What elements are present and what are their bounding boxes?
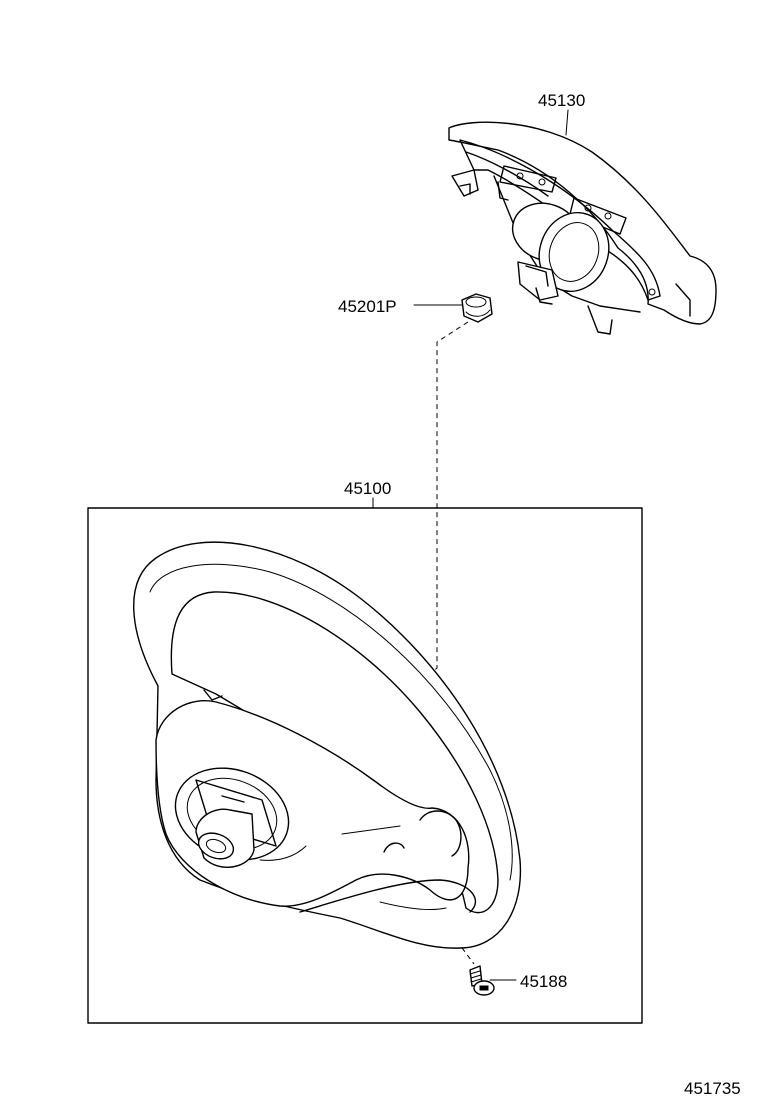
label-45130[interactable]: 45130: [538, 91, 585, 110]
steering-wheel[interactable]: [133, 541, 522, 949]
label-45201p[interactable]: 45201P: [338, 297, 397, 316]
screw-part[interactable]: [469, 965, 495, 996]
diagram-id: 451735: [684, 1079, 741, 1098]
label-45100[interactable]: 45100: [344, 479, 391, 498]
label-45188[interactable]: 45188: [520, 972, 567, 991]
horn-pad-assembly[interactable]: [448, 121, 717, 335]
assembly-frame: [87, 507, 643, 1024]
leader-45130: [565, 109, 569, 136]
nut-part[interactable]: [461, 293, 493, 323]
